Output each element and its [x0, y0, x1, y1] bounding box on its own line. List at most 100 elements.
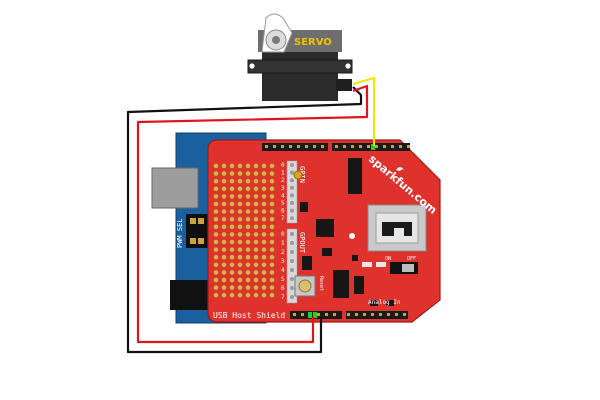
header-pin	[387, 313, 390, 316]
ground-wire	[126, 86, 363, 354]
gpin-number: 2	[281, 177, 285, 184]
gpin-number: 6	[281, 208, 285, 215]
proto-hole	[261, 193, 267, 200]
gpout-pin	[290, 295, 294, 299]
proto-hole	[245, 246, 251, 253]
proto-hole	[237, 224, 243, 230]
header-pin	[289, 145, 292, 148]
proto-hole	[229, 239, 235, 245]
header-pin	[305, 145, 308, 148]
header-pin	[293, 313, 296, 316]
gpin-pin	[290, 178, 294, 183]
proto-hole	[269, 231, 275, 238]
gpout-pin	[290, 250, 294, 254]
proto-hole	[261, 186, 267, 192]
proto-hole	[237, 262, 243, 268]
proto-hole	[229, 163, 235, 169]
proto-hole	[245, 163, 251, 169]
proto-hole	[245, 224, 251, 230]
proto-hole	[229, 254, 235, 260]
gpout-number: 0	[281, 231, 285, 238]
power-switch[interactable]	[390, 262, 418, 274]
proto-hole	[213, 224, 219, 230]
reset-button[interactable]	[294, 275, 316, 297]
proto-hole	[237, 193, 243, 200]
proto-hole	[253, 193, 259, 200]
header-pin	[297, 145, 300, 148]
proto-hole	[221, 231, 227, 238]
proto-hole	[269, 163, 275, 169]
header-pin	[335, 145, 338, 148]
proto-hole	[269, 239, 275, 245]
proto-hole	[237, 170, 243, 177]
gpin-pin	[290, 163, 294, 167]
gpin-number: 7	[281, 215, 285, 222]
proto-hole	[269, 254, 275, 260]
proto-hole	[269, 269, 275, 276]
proto-hole	[229, 277, 235, 283]
proto-hole	[221, 178, 227, 184]
gpin-number: 1	[281, 170, 285, 177]
header-pin	[325, 313, 328, 316]
proto-hole	[229, 193, 235, 200]
proto-hole	[213, 208, 219, 215]
switch-off-label: OFF	[407, 256, 416, 262]
proto-hole	[237, 231, 243, 238]
proto-hole	[269, 201, 275, 207]
gpout-pin	[290, 232, 294, 236]
gpout-number: 2	[281, 249, 285, 256]
proto-hole	[229, 216, 235, 222]
proto-hole	[253, 239, 259, 245]
proto-hole	[253, 224, 259, 230]
signal-wire	[352, 77, 375, 146]
proto-hole	[213, 178, 219, 184]
board-label: USB Host Shield	[213, 311, 285, 320]
gpout-label: GPOUT	[298, 232, 306, 254]
signal-pin-marker	[371, 144, 375, 150]
proto-hole	[237, 178, 243, 184]
top-header-left	[262, 143, 328, 151]
ic-chip-small	[333, 270, 349, 298]
gpout-pin	[290, 277, 294, 281]
proto-hole	[261, 170, 267, 177]
proto-hole	[261, 239, 267, 245]
pwm-sel-jumper	[186, 214, 208, 248]
gpout-number: 6	[281, 285, 285, 292]
proto-hole	[269, 224, 275, 230]
proto-hole	[229, 269, 235, 276]
header-pin	[333, 313, 336, 316]
proto-hole	[229, 208, 235, 215]
proto-hole	[237, 277, 243, 283]
header-pin	[343, 145, 346, 148]
proto-hole	[245, 239, 251, 245]
proto-hole	[269, 208, 275, 215]
proto-hole	[253, 170, 259, 177]
gpin-pin	[290, 216, 294, 221]
proto-hole	[237, 239, 243, 245]
proto-hole	[237, 216, 243, 222]
proto-hole	[253, 262, 259, 268]
flame-icon	[396, 167, 404, 171]
proto-hole	[261, 277, 267, 283]
proto-hole	[221, 163, 227, 169]
proto-hole	[245, 262, 251, 268]
gpin-pin	[290, 208, 294, 213]
proto-hole	[221, 193, 227, 200]
proto-hole	[229, 284, 235, 291]
header-pin	[321, 145, 324, 148]
proto-hole	[253, 163, 259, 169]
ic-chip-main	[348, 158, 362, 194]
proto-hole	[253, 231, 259, 238]
proto-hole	[245, 178, 251, 184]
proto-hole	[245, 231, 251, 238]
proto-hole	[269, 193, 275, 200]
proto-hole	[245, 193, 251, 200]
proto-hole	[213, 254, 219, 260]
gpin-number: 5	[281, 200, 285, 207]
power-wire	[136, 84, 369, 344]
proto-hole	[269, 292, 275, 298]
proto-hole	[237, 254, 243, 260]
header-pin	[317, 313, 320, 316]
proto-hole	[269, 277, 275, 283]
